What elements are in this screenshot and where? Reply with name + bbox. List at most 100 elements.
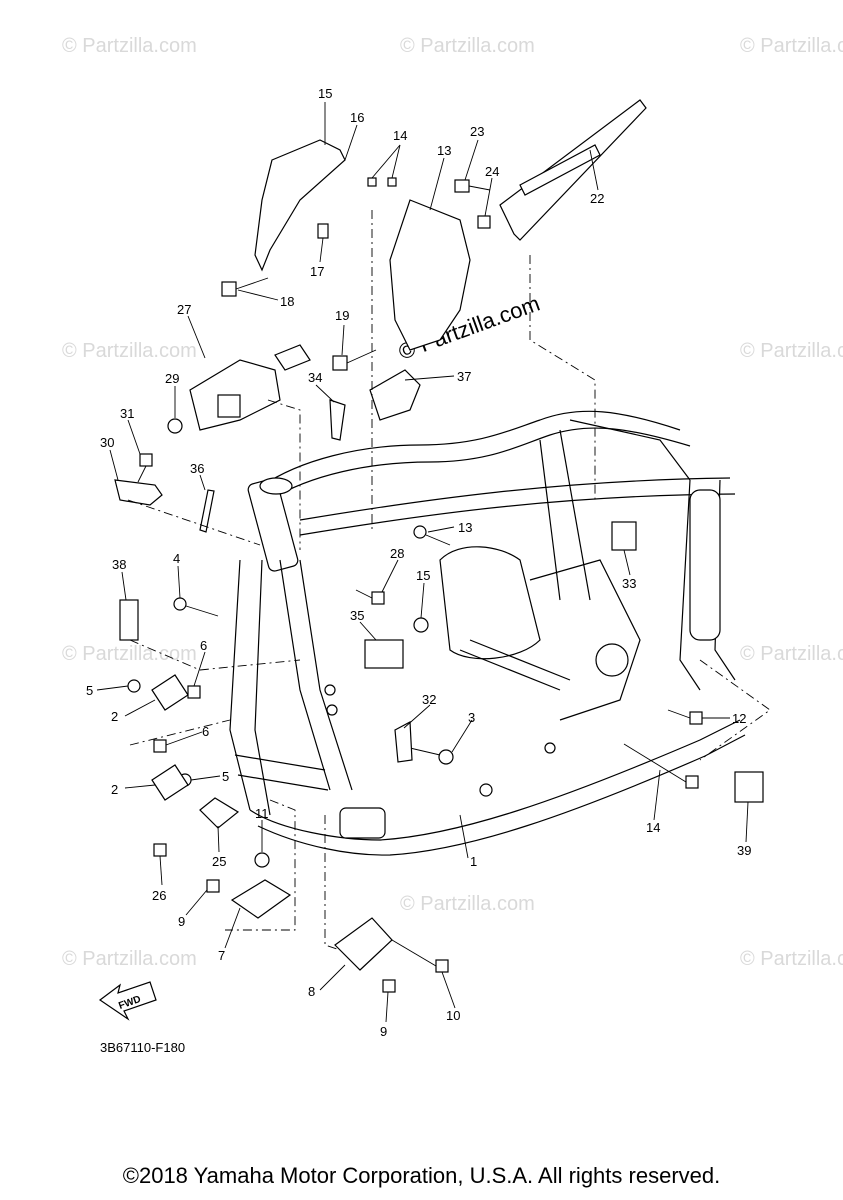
callout-28: 28 <box>390 546 404 561</box>
callout-9: 9 <box>380 1024 387 1039</box>
bolt-21 <box>221 277 269 297</box>
washer-11 <box>254 852 270 868</box>
part-30-clamp <box>114 479 163 506</box>
bracket-32 <box>394 721 413 763</box>
plate-7 <box>230 879 292 919</box>
callout-6: 6 <box>202 724 209 739</box>
watermark: © Partzilla.com <box>740 35 843 57</box>
callout-31: 31 <box>120 406 134 421</box>
callout-38: 38 <box>112 557 126 572</box>
callout-30: 30 <box>100 435 114 450</box>
callout-35: 35 <box>350 608 364 623</box>
part-17 <box>367 177 377 187</box>
callout-22: 22 <box>590 191 604 206</box>
bolt-31 <box>137 453 153 483</box>
assembly-lines <box>127 210 771 951</box>
callout-18: 15 <box>318 86 332 101</box>
watermarks: © Partzilla.com © Partzilla.com © Partzi… <box>62 35 843 970</box>
callout-32: 32 <box>422 692 436 707</box>
plate-2 <box>151 764 189 801</box>
watermark: © Partzilla.com <box>62 35 197 57</box>
callout-21: 18 <box>280 294 294 309</box>
callout-8: 8 <box>308 984 315 999</box>
bolt-6 <box>187 685 201 699</box>
label-38 <box>119 599 139 641</box>
callout-21: 19 <box>335 308 349 323</box>
part-16-cover <box>389 199 471 351</box>
bolt-24 <box>477 215 491 229</box>
callout-10: 10 <box>446 1008 460 1023</box>
leader-lines <box>96 102 749 1023</box>
washer-15 <box>413 617 429 633</box>
copyright-text: ©2018 Yamaha Motor Corporation, U.S.A. A… <box>122 1163 721 1188</box>
callout-16: 13 <box>437 143 451 158</box>
part-29-grommet <box>167 418 183 434</box>
callout-23: 23 <box>470 124 484 139</box>
callout-20: 17 <box>310 264 324 279</box>
watermark: © Partzilla.com <box>62 643 197 665</box>
fwd-arrow-icon: FWD <box>98 981 157 1021</box>
callout-7: 7 <box>218 948 225 963</box>
callout-5: 5 <box>86 683 93 698</box>
callout-1: 1 <box>470 854 477 869</box>
callout-17: 14 <box>393 128 407 143</box>
callout-13: 13 <box>458 520 472 535</box>
callout-12: 12 <box>732 711 746 726</box>
callout-37: 37 <box>457 369 471 384</box>
bolt-12 <box>667 709 703 725</box>
callout-11: 11 <box>255 806 269 821</box>
bolt-9 <box>206 879 220 893</box>
callout-4: 4 <box>173 551 180 566</box>
callout-25: 25 <box>212 854 226 869</box>
watermark: © Partzilla.com <box>400 35 535 57</box>
plate-8 <box>334 917 393 971</box>
bolt-6 <box>153 739 167 753</box>
bolt-4 <box>173 597 219 617</box>
bolt-10 <box>391 939 449 973</box>
callout-3: 3 <box>468 710 475 725</box>
bolt-21 <box>332 349 377 371</box>
bolt-28 <box>355 589 385 605</box>
bolt-23 <box>454 179 491 193</box>
callout-24: 24 <box>485 164 499 179</box>
part-27-bracket <box>189 344 311 431</box>
reference-code: 3B67110-F180 <box>100 1040 186 1055</box>
part-37 <box>369 369 421 421</box>
bolt-3 <box>409 747 454 765</box>
watermark: © Partzilla.com <box>740 948 843 970</box>
part-20 <box>317 223 329 239</box>
bolt-13 <box>413 525 451 546</box>
part-22-stay <box>499 99 647 241</box>
part-36 <box>199 489 215 533</box>
callout-33: 33 <box>622 576 636 591</box>
callout-2: 2 <box>111 782 118 797</box>
callout-26: 26 <box>152 888 166 903</box>
callout-39: 39 <box>737 843 751 858</box>
callout-36: 36 <box>190 461 204 476</box>
bracket-25 <box>199 797 240 829</box>
label-33 <box>611 521 637 551</box>
bolt-9 <box>382 979 396 993</box>
watermark: © Partzilla.com <box>62 340 197 362</box>
callout-15: 15 <box>416 568 430 583</box>
callout-34: 34 <box>308 370 322 385</box>
part-34 <box>329 399 346 441</box>
watermark: © Partzilla.com <box>740 340 843 362</box>
part-17 <box>387 177 397 187</box>
callout-19: 16 <box>350 110 364 125</box>
part-18-bracket <box>254 139 346 272</box>
callout-29: 29 <box>165 371 179 386</box>
watermark: © Partzilla.com <box>62 948 197 970</box>
callout-9: 9 <box>178 914 185 929</box>
callout-6: 6 <box>200 638 207 653</box>
callout-27: 27 <box>177 302 191 317</box>
watermark: © Partzilla.com <box>740 643 843 665</box>
callout-14: 14 <box>646 820 660 835</box>
callout-2: 2 <box>111 709 118 724</box>
callouts: 15 16 14 13 23 24 22 17 18 19 27 29 31 3… <box>86 86 751 1039</box>
watermark: © Partzilla.com <box>400 893 535 915</box>
plate-2 <box>151 674 189 711</box>
label-39 <box>734 771 764 803</box>
washer-5 <box>127 679 141 693</box>
